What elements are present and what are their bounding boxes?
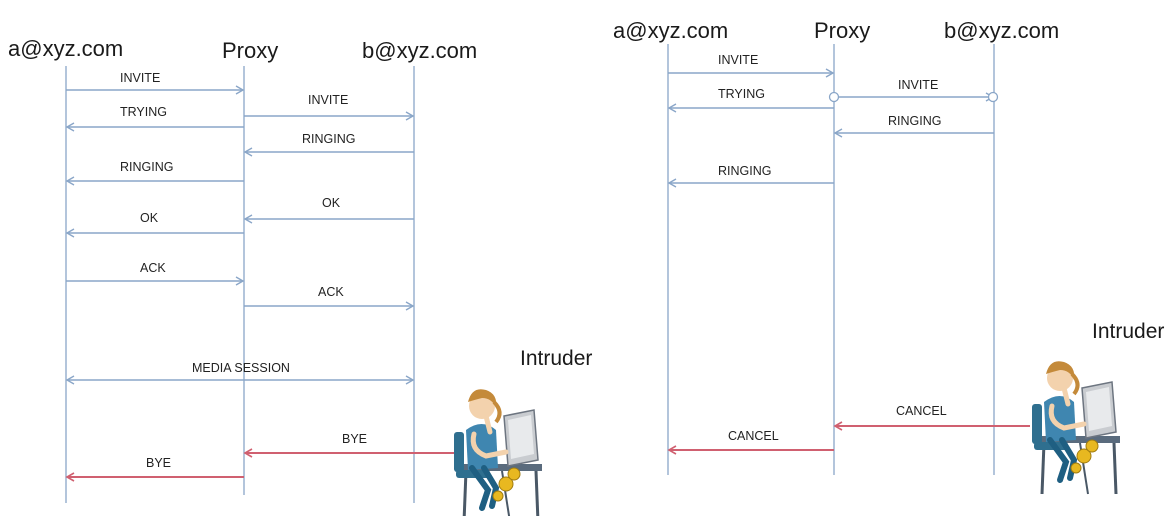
left-msg-media-session-label: MEDIA SESSION (192, 361, 290, 375)
right-diagram: a@xyz.com Proxy b@xyz.com INVITE TRYING … (613, 18, 1164, 494)
left-msg-invite-1-label: INVITE (120, 71, 160, 85)
right-msg-cancel-1-label: CANCEL (896, 404, 947, 418)
right-proxy-node (828, 91, 840, 103)
right-msg-trying-label: TRYING (718, 87, 765, 101)
left-msg-ok-1-label: OK (322, 196, 341, 210)
right-msg-invite-1-label: INVITE (718, 53, 758, 67)
left-msg-ok-2-label: OK (140, 211, 159, 225)
left-msg-ack-2-label: ACK (318, 285, 344, 299)
right-intruder-label: Intruder (1092, 320, 1164, 343)
right-participant-b: b@xyz.com (944, 18, 1059, 43)
right-intruder-illustration (1032, 361, 1120, 494)
right-msg-invite-2-label: INVITE (898, 78, 938, 92)
right-msg-ringing-2-label: RINGING (718, 164, 771, 178)
right-participant-proxy: Proxy (814, 18, 870, 43)
left-msg-bye-2-label: BYE (146, 456, 171, 470)
left-intruder-illustration (454, 389, 542, 516)
left-msg-ringing-1-label: RINGING (302, 132, 355, 146)
right-b-node (987, 91, 999, 103)
left-msg-ack-1-label: ACK (140, 261, 166, 275)
right-participant-a: a@xyz.com (613, 18, 728, 43)
right-msg-cancel-2-label: CANCEL (728, 429, 779, 443)
left-msg-bye-1-label: BYE (342, 432, 367, 446)
right-msg-ringing-1-label: RINGING (888, 114, 941, 128)
left-msg-ringing-2-label: RINGING (120, 160, 173, 174)
left-participant-a: a@xyz.com (8, 36, 123, 61)
left-diagram: a@xyz.com Proxy b@xyz.com INVITE TRYING … (8, 36, 592, 516)
left-msg-invite-2-label: INVITE (308, 93, 348, 107)
left-intruder-label: Intruder (520, 347, 592, 370)
left-participant-b: b@xyz.com (362, 38, 477, 63)
left-participant-proxy: Proxy (222, 38, 278, 63)
left-msg-trying-label: TRYING (120, 105, 167, 119)
